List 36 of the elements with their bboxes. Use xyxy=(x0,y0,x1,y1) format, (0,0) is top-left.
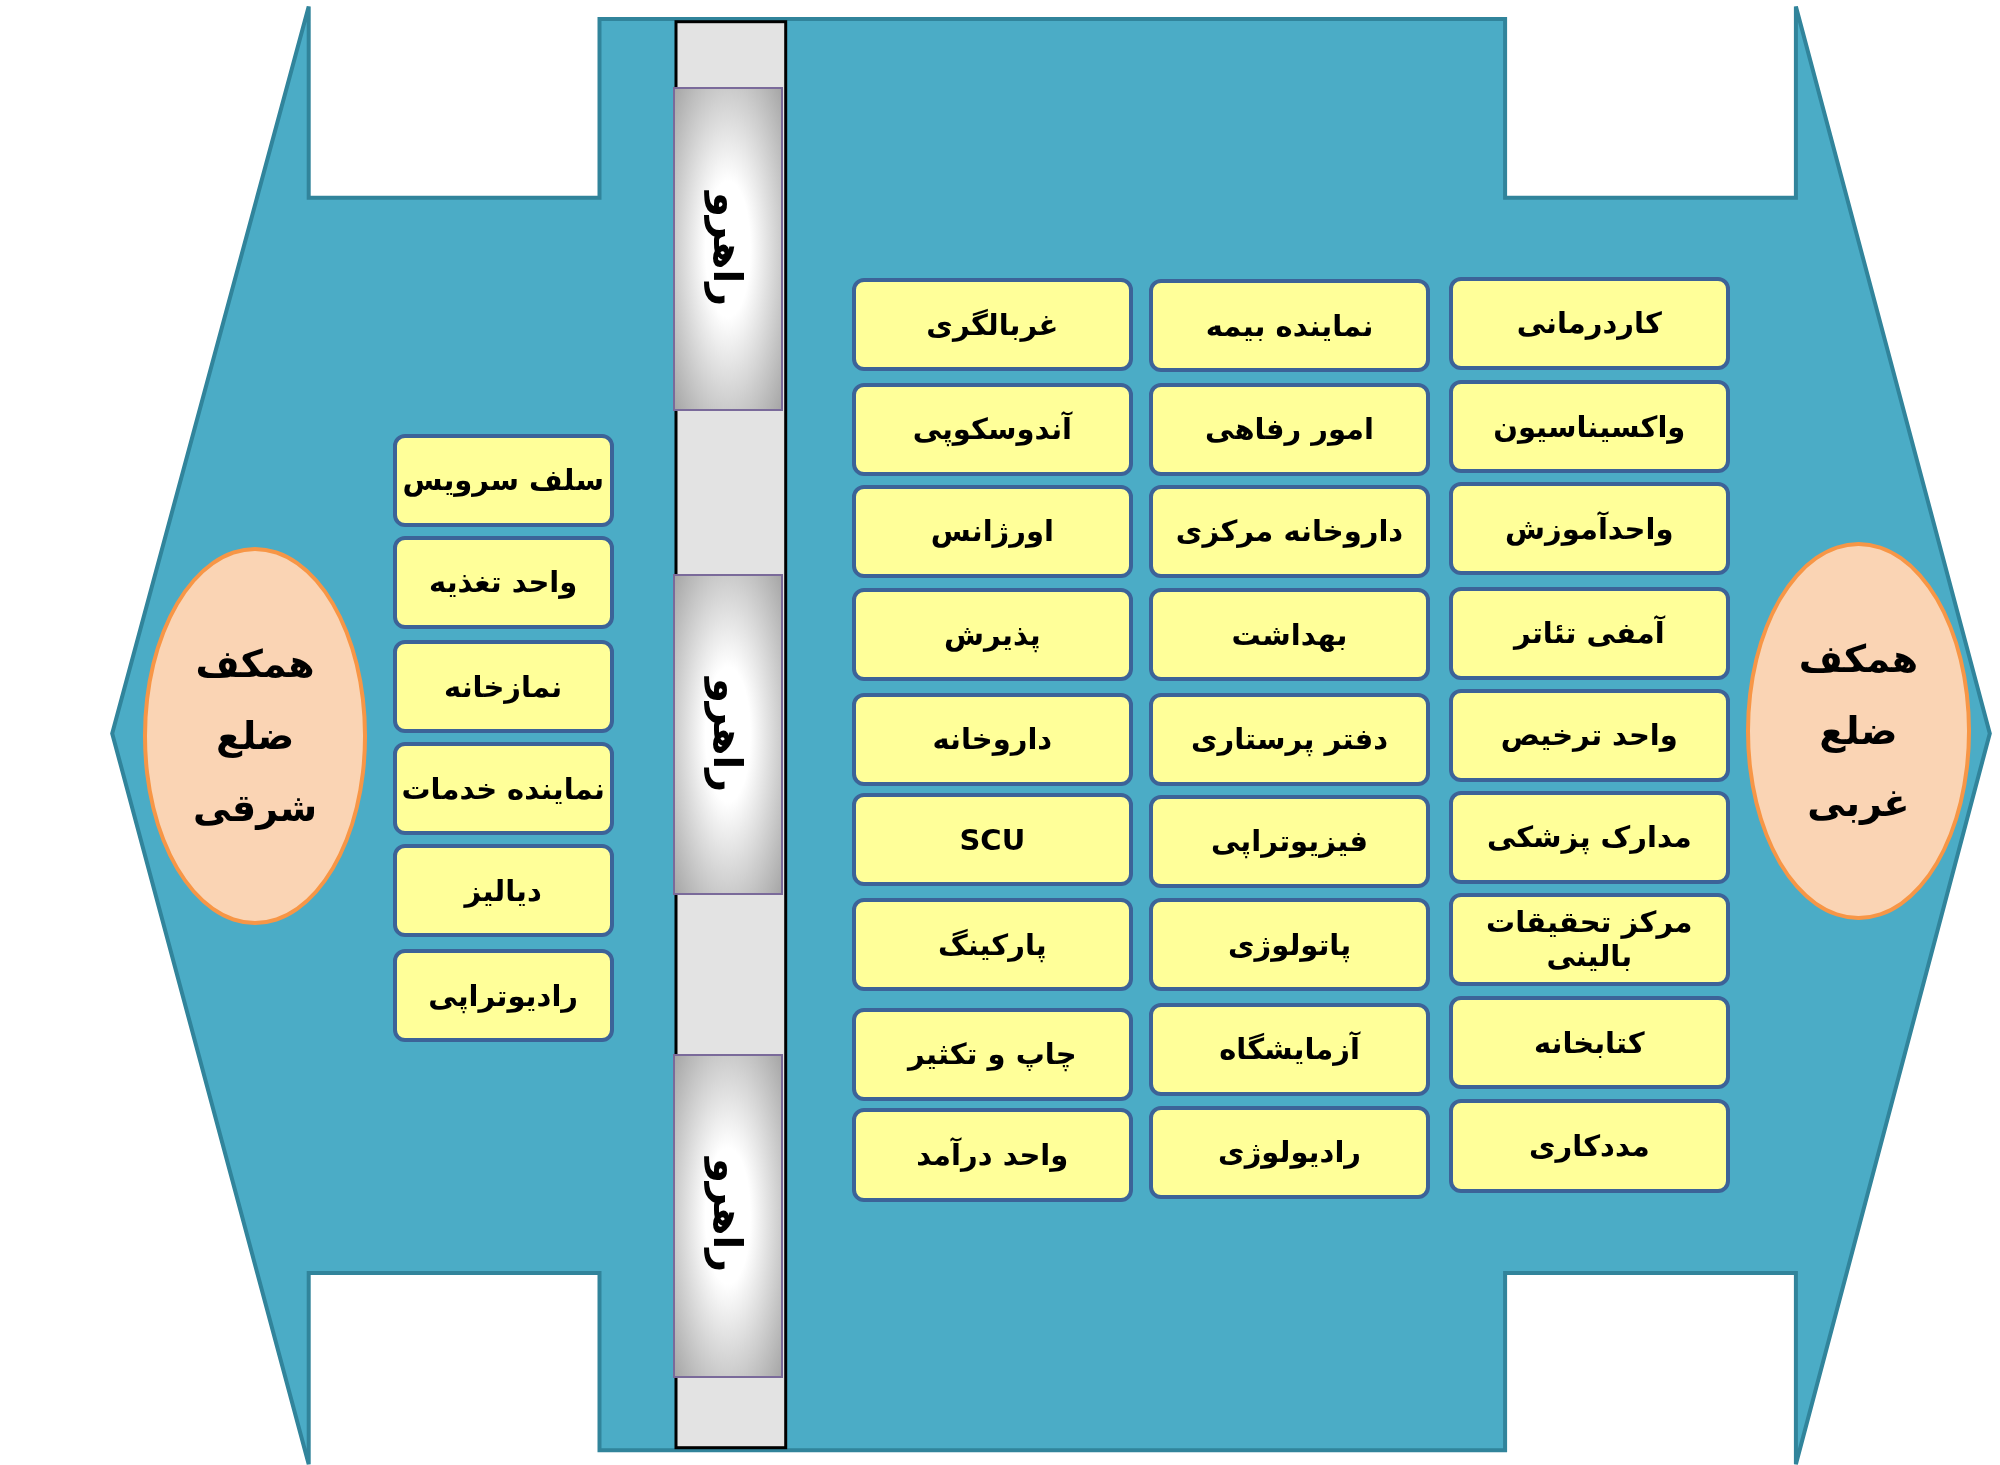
room-box: مدارک پزشکی xyxy=(1448,790,1730,884)
corridor-segment: راهرو xyxy=(673,86,784,411)
room-box: واحدآموزش xyxy=(1448,482,1730,576)
room-box: چاپ و تکثیر xyxy=(852,1007,1133,1101)
room-box: فیزیوتراپی xyxy=(1149,794,1430,888)
room-box: واحد ترخیص xyxy=(1448,688,1730,782)
room-box: واکسیناسیون xyxy=(1448,380,1730,474)
room-box: SCU xyxy=(852,793,1133,887)
room-box: کتابخانه xyxy=(1448,996,1730,1090)
room-box: کاردرمانی xyxy=(1448,276,1730,370)
room-box: سلف سرویس xyxy=(392,433,614,527)
room-box: مددکاری xyxy=(1448,1099,1730,1193)
room-box: آندوسکوپی xyxy=(852,382,1133,476)
corridor-segment: راهرو xyxy=(673,573,784,896)
room-box: پارکینگ xyxy=(852,897,1133,992)
room-box: رادیولوژی xyxy=(1149,1105,1430,1199)
room-box: واحد تغذیه xyxy=(392,535,614,629)
room-box: غربالگری xyxy=(852,278,1133,372)
room-box: اورژانس xyxy=(852,484,1133,578)
room-box: نمازخانه xyxy=(392,640,614,734)
room-box: پذیرش xyxy=(852,588,1133,682)
room-box: داروخانه مرکزی xyxy=(1149,484,1430,578)
room-box: نماینده بیمه xyxy=(1149,279,1430,373)
room-box: واحد درآمد xyxy=(852,1108,1133,1202)
room-box: داروخانه xyxy=(852,692,1133,786)
corridor-segment: راهرو xyxy=(673,1053,784,1378)
room-box: آمفی تئاتر xyxy=(1448,586,1730,680)
room-box: رادیوتراپی xyxy=(392,948,614,1043)
room-box: مرکز تحقیقات بالینی xyxy=(1448,892,1730,986)
room-box: دفتر پرستاری xyxy=(1149,692,1430,786)
room-box: آزمایشگاه xyxy=(1149,1002,1430,1096)
room-box: امور رفاهی xyxy=(1149,382,1430,476)
room-box: بهداشت xyxy=(1149,588,1430,682)
room-box: دیالیز xyxy=(392,844,614,938)
room-box: نماینده خدمات xyxy=(392,742,614,836)
room-box: پاتولوژی xyxy=(1149,897,1430,992)
